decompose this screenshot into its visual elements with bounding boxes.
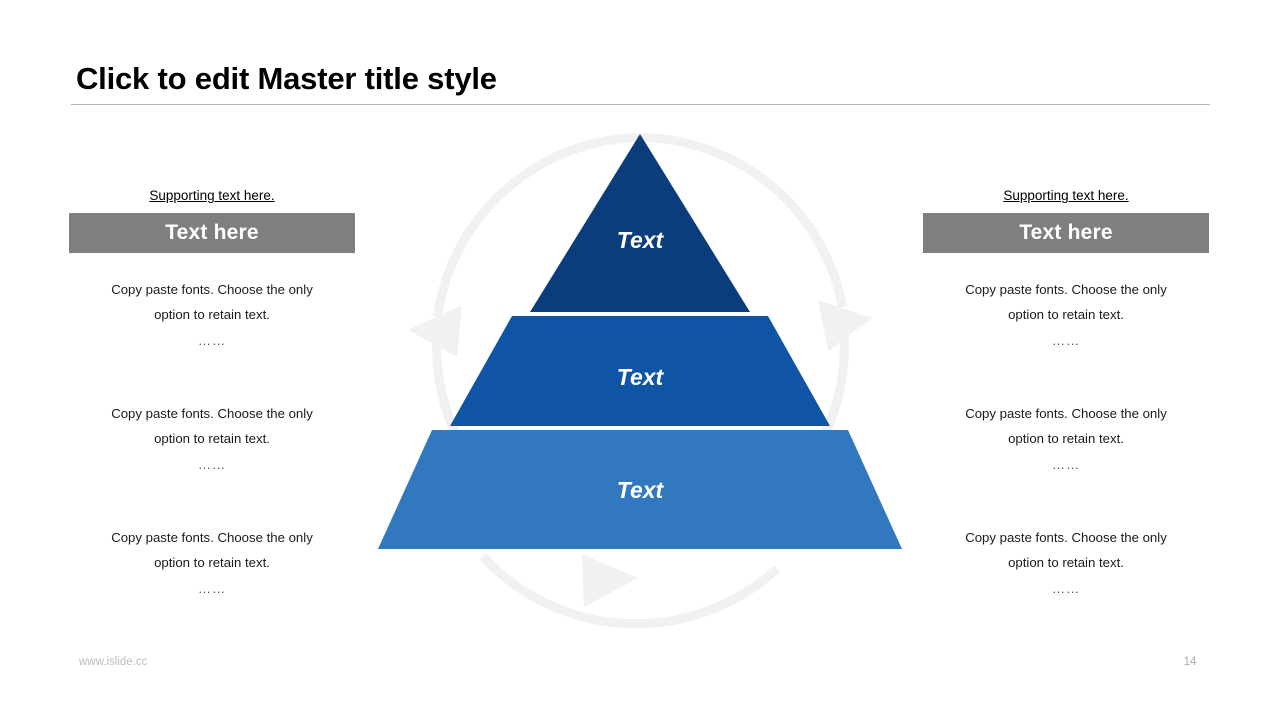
left-body-block-2: Copy paste fonts. Choose the only option… [69, 401, 355, 479]
footer-page-number: 14 [1183, 656, 1197, 668]
right-header-bar-label: Text here [1019, 221, 1113, 244]
body-dots: …… [197, 457, 227, 472]
body-line: option to retain text. [1008, 307, 1124, 322]
footer-website: www.islide.cc [79, 656, 148, 668]
body-dots: …… [197, 333, 227, 348]
left-header-bar[interactable]: Text here [69, 213, 355, 253]
body-line: Copy paste fonts. Choose the only [965, 282, 1167, 297]
body-line: Copy paste fonts. Choose the only [111, 406, 313, 421]
pyramid-tier-bottom-label: Text [616, 477, 664, 503]
spacer [69, 355, 355, 377]
spacer [923, 355, 1209, 377]
left-body-block-3: Copy paste fonts. Choose the only option… [69, 525, 355, 603]
left-supporting-text: Supporting text here. [149, 188, 275, 203]
cycle-arc-left-lower [432, 327, 515, 510]
left-body-block-1: Copy paste fonts. Choose the only option… [69, 277, 355, 355]
cycle-arrow-bottom [480, 553, 780, 629]
spacer [923, 479, 1209, 501]
left-header-bar-label: Text here [165, 221, 259, 244]
right-body-block-3: Copy paste fonts. Choose the only option… [923, 525, 1209, 603]
pyramid-tier-top-label: Text [616, 227, 664, 253]
right-body-block-1: Copy paste fonts. Choose the only option… [923, 277, 1209, 355]
body-line: option to retain text. [154, 555, 270, 570]
right-body-block-2: Copy paste fonts. Choose the only option… [923, 401, 1209, 479]
right-header-bar[interactable]: Text here [923, 213, 1209, 253]
body-line: Copy paste fonts. Choose the only [965, 530, 1167, 545]
title-divider [71, 104, 1210, 105]
body-dots: …… [1051, 581, 1081, 596]
pyramid-tier-middle [450, 316, 830, 426]
body-line: option to retain text. [1008, 555, 1124, 570]
pyramid-tier-bottom [378, 430, 902, 549]
pyramid-tier-top [530, 134, 750, 312]
body-line: Copy paste fonts. Choose the only [111, 282, 313, 297]
cycle-arrow-upper-left [433, 133, 643, 318]
page-title: Click to edit Master title style [76, 61, 497, 96]
body-dots: …… [1051, 457, 1081, 472]
pyramid-tier-middle-label: Text [616, 364, 664, 390]
spacer [69, 479, 355, 501]
right-supporting-text: Supporting text here. [1003, 188, 1129, 203]
body-dots: …… [197, 581, 227, 596]
body-dots: …… [1051, 333, 1081, 348]
pyramid-diagram: Text Text Text [360, 120, 920, 660]
cycle-arrowhead-bottom [582, 554, 638, 607]
body-line: option to retain text. [1008, 431, 1124, 446]
cycle-arrow-upper-right [643, 133, 847, 308]
right-text-column: Supporting text here. Text here Copy pas… [923, 186, 1209, 603]
body-line: option to retain text. [154, 431, 270, 446]
body-line: Copy paste fonts. Choose the only [965, 406, 1167, 421]
body-line: Copy paste fonts. Choose the only [111, 530, 313, 545]
body-line: option to retain text. [154, 307, 270, 322]
left-text-column: Supporting text here. Text here Copy pas… [69, 186, 355, 603]
